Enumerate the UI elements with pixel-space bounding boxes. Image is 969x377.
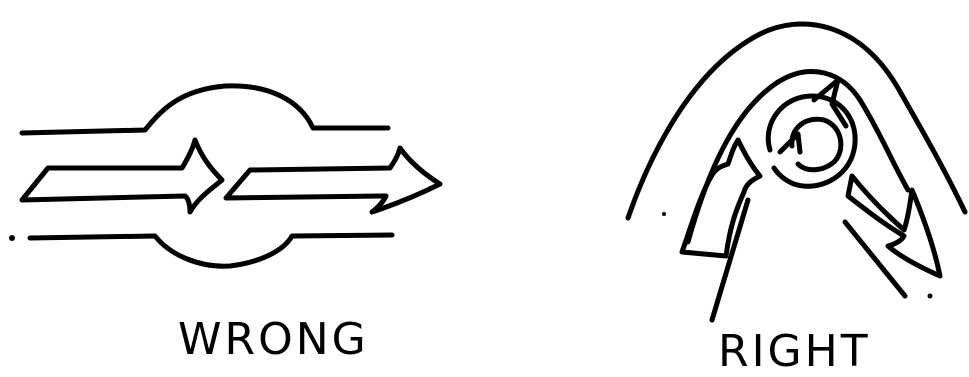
- wrong-upper-wall-with-dome: [22, 86, 388, 133]
- wrong-panel: [9, 86, 440, 266]
- right-panel: [628, 24, 965, 320]
- right-label: RIGHT: [718, 330, 871, 374]
- wrong-stray-dot: [9, 235, 15, 241]
- right-outgoing-flow-arrow: [848, 176, 940, 276]
- right-stray-dot-upper: [662, 212, 666, 216]
- wrong-label: WRONG: [178, 318, 369, 362]
- right-stray-dot-lower: [928, 294, 933, 299]
- right-outer-arch-wall: [628, 24, 965, 218]
- right-left-leg: [712, 200, 748, 320]
- wrong-right-flow-arrow: [226, 148, 440, 212]
- wrong-left-flow-arrow: [22, 140, 222, 212]
- wrong-lower-wall-with-dome: [30, 235, 392, 266]
